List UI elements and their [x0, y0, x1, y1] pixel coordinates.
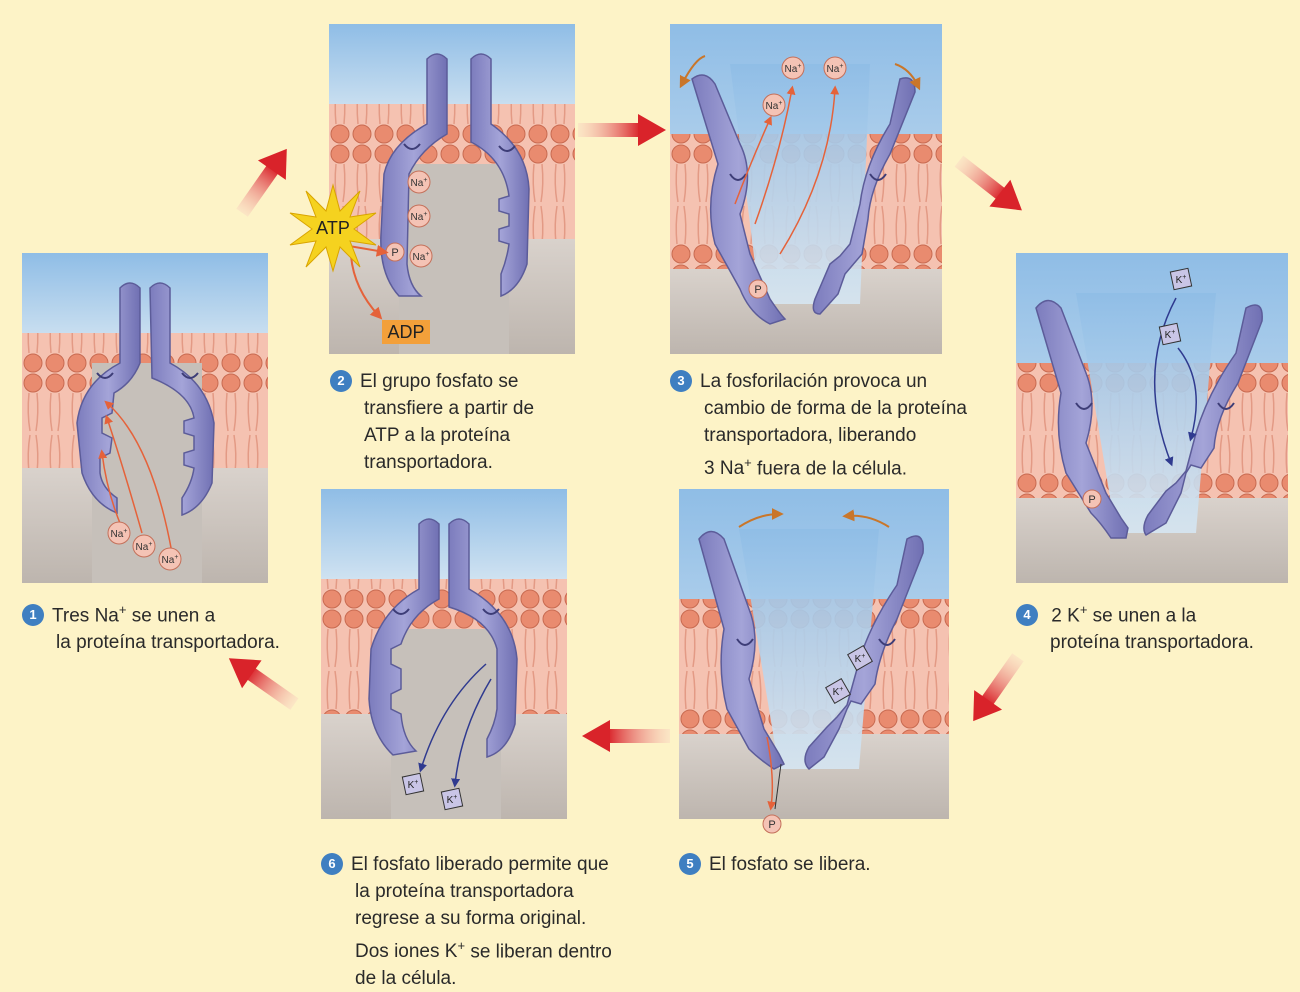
phosphate-icon: P: [760, 812, 784, 836]
panel-5-illustration: K+ K+: [679, 489, 949, 819]
svg-text:P: P: [754, 284, 761, 296]
svg-text:P: P: [391, 247, 398, 259]
step-badge-3: 3: [670, 370, 692, 392]
panel-step-4: P K+ K+: [1016, 253, 1288, 583]
na-ion-icon: Na+: [159, 548, 181, 570]
cycle-arrow-icon: [580, 718, 670, 754]
svg-text:P: P: [1088, 494, 1095, 506]
caption-step-4: 4 2 K+ se unen a la proteína transportad…: [1016, 596, 1296, 656]
cycle-arrow-icon: [950, 150, 1035, 225]
adp-box-icon: ADP: [382, 320, 430, 344]
phosphate-icon: P: [749, 280, 767, 298]
step-badge-5: 5: [679, 853, 701, 875]
step-badge-6: 6: [321, 853, 343, 875]
cycle-arrow-icon: [225, 135, 305, 225]
na-ion-icon: Na+: [782, 57, 804, 79]
panel-step-1: Na+ Na+ Na+: [22, 253, 268, 583]
na-ion-icon: Na+: [410, 245, 432, 267]
k-ion-icon: K+: [402, 773, 423, 794]
svg-text:P: P: [768, 819, 775, 831]
k-ion-icon: K+: [1159, 323, 1180, 344]
step-badge-4: 4: [1016, 604, 1038, 626]
panel-6-illustration: K+ K+: [321, 489, 567, 819]
na-ion-icon: Na+: [824, 57, 846, 79]
na-ion-icon: Na+: [108, 522, 130, 544]
na-ion-icon: Na+: [133, 535, 155, 557]
svg-text:ATP: ATP: [316, 218, 350, 238]
k-ion-icon: K+: [441, 788, 462, 809]
phosphate-icon: P: [386, 243, 404, 261]
na-ion-icon: Na+: [408, 205, 430, 227]
na-ion-icon: Na+: [408, 171, 430, 193]
phosphate-icon: P: [1083, 490, 1101, 508]
cycle-arrow-icon: [955, 645, 1035, 735]
panel-4-illustration: P K+ K+: [1016, 253, 1288, 583]
na-ion-icon: Na+: [763, 94, 785, 116]
step-badge-1: 1: [22, 604, 44, 626]
panel-step-6: K+ K+: [321, 489, 567, 819]
panel-3-illustration: P Na+ Na+ Na+: [670, 24, 942, 354]
cycle-arrow-icon: [578, 112, 668, 148]
panel-1-illustration: Na+ Na+ Na+: [22, 253, 268, 583]
panel-step-5: K+ K+: [679, 489, 949, 819]
panel-step-3: P Na+ Na+ Na+: [670, 24, 942, 354]
step-badge-2: 2: [330, 370, 352, 392]
k-ion-icon: K+: [1170, 268, 1191, 289]
